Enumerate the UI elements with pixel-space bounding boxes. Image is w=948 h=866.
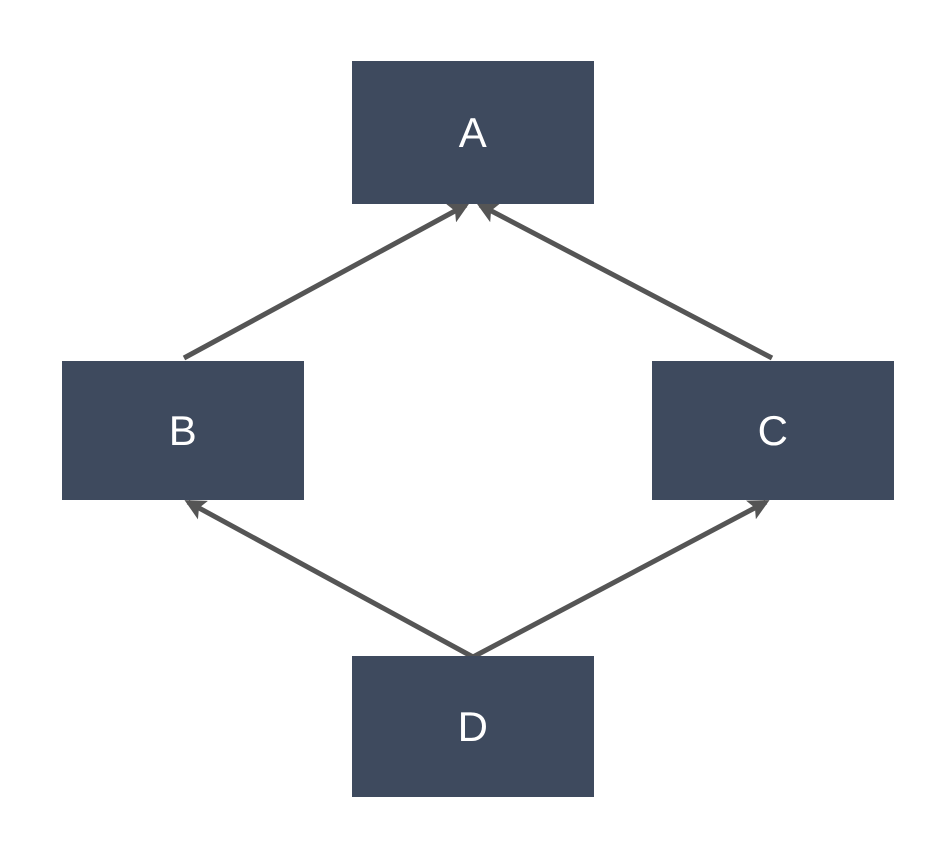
node-b[interactable]: B <box>62 361 304 500</box>
node-a-label: A <box>458 108 488 156</box>
node-c[interactable]: C <box>652 361 894 500</box>
node-d-label: D <box>457 702 489 750</box>
node-b-label: B <box>168 406 198 454</box>
edge-d-to-c <box>471 499 770 660</box>
edge-b-to-a <box>182 202 470 361</box>
edge-c-to-a <box>476 202 774 361</box>
node-c-label: C <box>757 406 789 454</box>
edge-d-to-b <box>184 499 475 660</box>
node-a[interactable]: A <box>352 61 594 204</box>
node-d[interactable]: D <box>352 656 594 797</box>
